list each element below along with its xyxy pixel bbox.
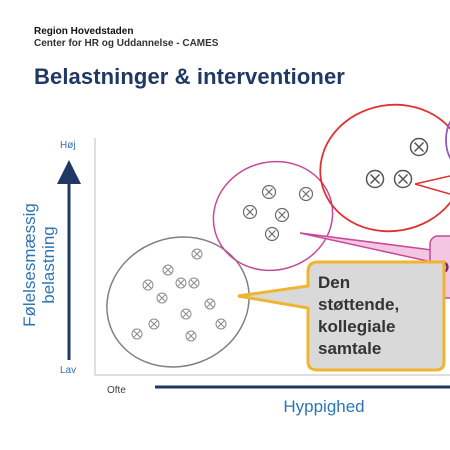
circled-x-icon — [393, 169, 413, 189]
circled-x-icon — [298, 186, 314, 202]
y-axis-label-line1: Følelsesmæssig — [20, 203, 39, 327]
x-origin-label: Ofte — [107, 385, 126, 396]
y-high-label: Høj — [60, 140, 76, 151]
y-low-label: Lav — [60, 365, 76, 376]
circled-x-icon — [261, 184, 277, 200]
red-connector-line — [414, 183, 450, 195]
circled-x-icon — [142, 279, 154, 291]
circled-x-icon — [215, 318, 227, 330]
pink-group-ellipse — [212, 160, 334, 272]
callout-line: kollegiale — [318, 317, 395, 336]
circled-x-icon — [156, 292, 168, 304]
supportive-talk-callout — [237, 260, 446, 372]
red-connector-line — [414, 175, 450, 185]
slide-title: Belastninger & interventioner — [34, 64, 345, 89]
circled-x-icon — [148, 318, 160, 330]
circled-x-icon — [204, 298, 216, 310]
callout-line: støttende, — [318, 295, 399, 314]
org-name: Region Hovedstaden — [34, 26, 134, 37]
callout-line: Den — [318, 273, 350, 292]
red-group-ellipse — [319, 103, 450, 233]
x-axis-label: Hyppighed — [283, 397, 364, 416]
circled-x-icon — [188, 277, 200, 289]
circled-x-icon — [185, 330, 197, 342]
circled-x-icon — [365, 169, 385, 189]
gray-group-ellipse — [106, 236, 250, 368]
circled-x-icon — [191, 248, 203, 260]
red-group-markers — [365, 137, 429, 189]
circled-x-icon — [274, 207, 290, 223]
pink-group-markers — [242, 184, 314, 242]
y-axis-label-line2: belastning — [39, 226, 58, 304]
callout-line: samtale — [318, 339, 381, 358]
org-subtitle: Center for HR og Uddannelse - CAMES — [34, 38, 219, 49]
purple-group-ellipse — [445, 120, 450, 160]
circled-x-icon — [242, 204, 258, 220]
circled-x-icon — [175, 277, 187, 289]
supportive-talk-text: Den støttende, kollegiale samtale — [318, 273, 404, 358]
circled-x-icon — [409, 137, 429, 157]
circled-x-icon — [180, 308, 192, 320]
circled-x-icon — [162, 264, 174, 276]
circled-x-icon — [131, 328, 143, 340]
circled-x-icon — [264, 226, 280, 242]
gray-group-markers — [131, 248, 227, 342]
